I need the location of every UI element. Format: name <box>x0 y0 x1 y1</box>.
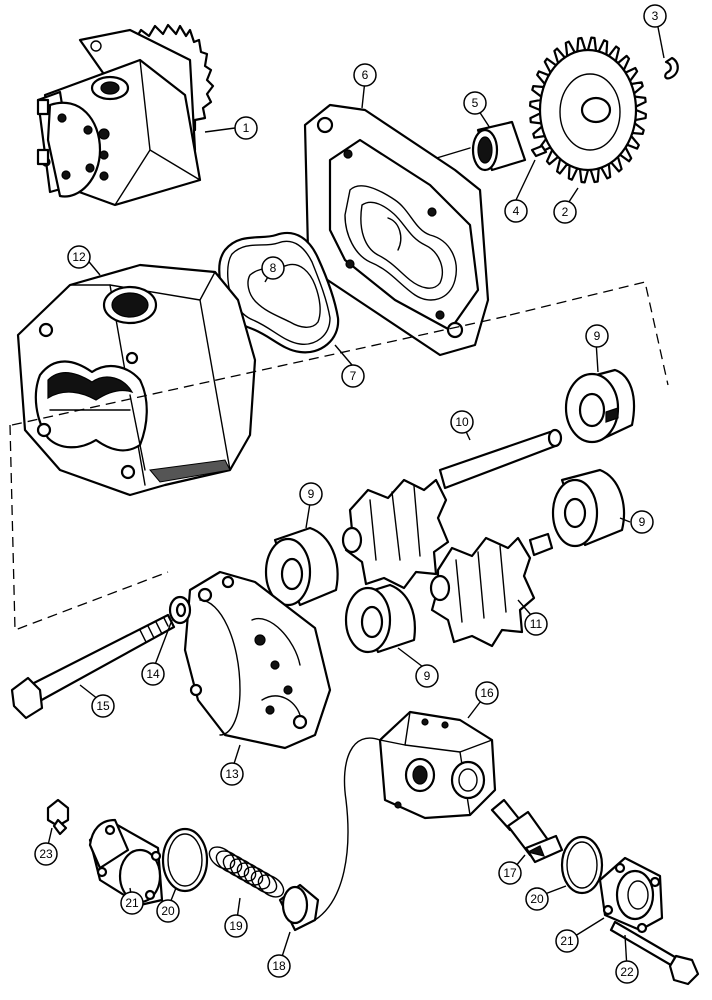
spring-coil <box>215 850 243 874</box>
part-o-ring-right <box>560 835 604 895</box>
svg-text:16: 16 <box>480 686 494 700</box>
svg-text:15: 15 <box>96 699 110 713</box>
part-long-bolt <box>10 613 176 720</box>
callout-16: 16 <box>475 681 499 705</box>
part-bearing-bushing-upper-right <box>564 368 636 444</box>
callout-3: 3 <box>643 4 667 28</box>
svg-text:9: 9 <box>639 515 646 529</box>
svg-text:22: 22 <box>620 965 634 979</box>
svg-text:20: 20 <box>530 892 544 906</box>
svg-text:14: 14 <box>146 667 160 681</box>
part-assembled-pump <box>36 23 215 207</box>
callout-14: 14 <box>141 662 165 686</box>
part-bearing-bushing-middle-right <box>551 468 626 548</box>
assembly-boundary-dashed <box>9 281 669 631</box>
svg-text:6: 6 <box>362 68 369 82</box>
callout-9-middle-left: 9 <box>299 482 323 506</box>
svg-text:18: 18 <box>272 959 286 973</box>
callout-12: 12 <box>67 245 91 269</box>
svg-text:21: 21 <box>125 896 139 910</box>
callout-9-upper-right: 9 <box>585 324 609 348</box>
svg-text:11: 11 <box>530 617 543 631</box>
svg-text:20: 20 <box>161 904 175 918</box>
callout-21-left: 21 <box>120 891 144 915</box>
svg-text:7: 7 <box>350 369 357 383</box>
callout-22: 22 <box>615 960 639 984</box>
svg-text:9: 9 <box>308 487 315 501</box>
part-end-cover <box>183 570 332 750</box>
callout-15: 15 <box>91 694 115 718</box>
svg-text:13: 13 <box>225 767 239 781</box>
svg-text:5: 5 <box>472 96 479 110</box>
callout-20-left: 20 <box>156 899 180 923</box>
part-bearing-bushing-lower <box>344 583 416 654</box>
callout-19: 19 <box>224 914 248 938</box>
callout-17: 17 <box>498 861 522 885</box>
spring-coil <box>257 874 285 898</box>
callout-1: 1 <box>234 116 258 140</box>
spring-coil <box>208 846 236 870</box>
callout-9-middle-right: 9 <box>630 510 654 534</box>
callout-21-right: 21 <box>555 929 579 953</box>
svg-text:19: 19 <box>229 919 243 933</box>
part-driven-gear <box>429 532 554 648</box>
callout-7: 7 <box>341 364 365 388</box>
svg-text:10: 10 <box>455 415 469 429</box>
part-key <box>530 144 548 158</box>
svg-text:9: 9 <box>424 669 431 683</box>
part-spring <box>208 846 285 898</box>
spring-coil <box>229 858 257 882</box>
svg-text:4: 4 <box>513 204 520 218</box>
spring-coil <box>243 866 271 890</box>
svg-text:1: 1 <box>243 121 250 135</box>
part-plug <box>278 883 320 932</box>
part-o-ring-left <box>161 827 209 893</box>
spring-coil <box>222 854 250 878</box>
svg-text:2: 2 <box>562 205 569 219</box>
part-drive-shaft-gear <box>341 428 563 590</box>
svg-text:17: 17 <box>503 866 517 880</box>
part-fitting <box>46 798 70 836</box>
part-short-bolt <box>609 920 700 986</box>
callout-9-lower: 9 <box>415 664 439 688</box>
svg-text:21: 21 <box>560 934 574 948</box>
svg-text:12: 12 <box>72 250 86 264</box>
callout-10: 10 <box>450 410 474 434</box>
part-valve-spool <box>490 798 564 864</box>
part-gear-housing <box>16 263 257 497</box>
svg-text:8: 8 <box>270 261 277 275</box>
part-washer <box>168 595 192 625</box>
svg-text:23: 23 <box>39 847 53 861</box>
part-valve-body <box>378 710 497 820</box>
part-bearing-bushing-middle-left <box>264 526 339 607</box>
svg-text:9: 9 <box>594 329 601 343</box>
callout-4: 4 <box>504 199 528 223</box>
callout-18: 18 <box>267 954 291 978</box>
assembly-boundary-dashed-right <box>11 314 513 426</box>
spring-coil <box>250 870 278 894</box>
part-cap-right <box>598 856 664 934</box>
callout-5: 5 <box>463 91 487 115</box>
callout-8: 8 <box>261 256 285 280</box>
part-drive-gear <box>529 36 647 184</box>
part-mounting-plate <box>303 103 490 357</box>
callout-23: 23 <box>34 842 58 866</box>
part-snap-ring <box>664 56 679 80</box>
svg-text:3: 3 <box>652 9 659 23</box>
callout-6: 6 <box>353 63 377 87</box>
part-cap-left <box>88 818 164 907</box>
callout-20-right: 20 <box>525 887 549 911</box>
callout-11: 11 <box>524 612 548 636</box>
callout-13: 13 <box>220 762 244 786</box>
part-backup-ring <box>247 263 321 328</box>
spring-coil <box>236 862 264 886</box>
callout-2: 2 <box>553 200 577 224</box>
